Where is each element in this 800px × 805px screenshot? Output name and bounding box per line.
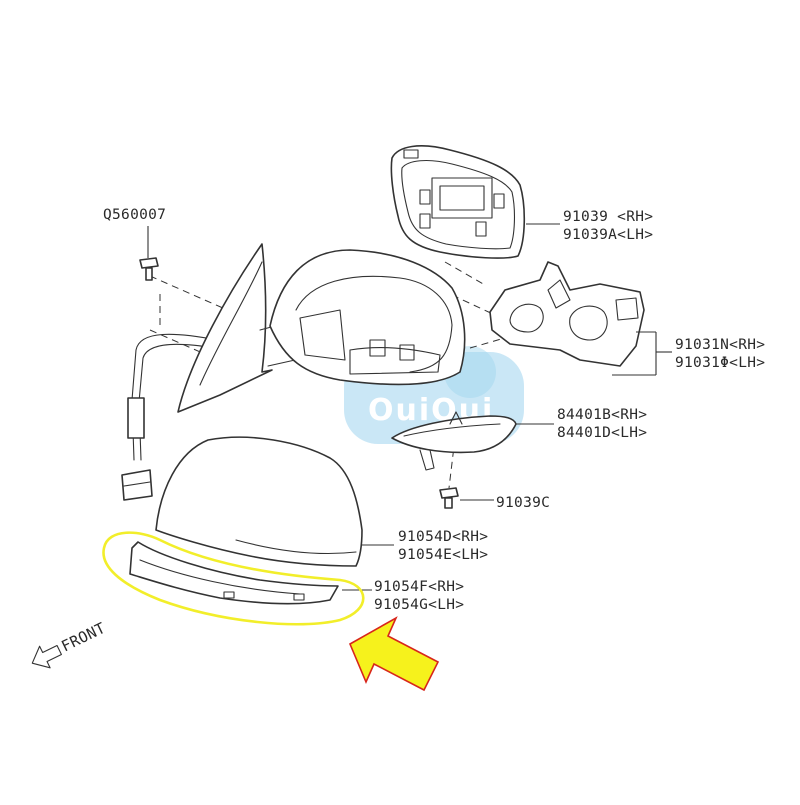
- glass-clip: [493, 193, 505, 209]
- glass-clip: [475, 221, 487, 237]
- glass-backplate: [431, 177, 493, 219]
- cover-groove: [235, 539, 357, 555]
- glass-tab: [403, 149, 419, 159]
- screw-part: [439, 487, 494, 509]
- turn-lamp-connector: [419, 449, 435, 471]
- lower-garnish-part: [129, 541, 372, 605]
- label-mirror-glass-rh: 91039 <RH>: [563, 209, 653, 225]
- label-actuator-rh: 91031N<RH>: [675, 337, 765, 353]
- label-mirror-glass-lh: 91039A<LH>: [563, 227, 653, 243]
- mirror-housing-part: [269, 249, 466, 386]
- actuator-motor: [509, 303, 544, 333]
- bolt-shank: [145, 267, 153, 281]
- label-cover-rh: 91054D<RH>: [398, 529, 488, 545]
- front-arrow-icon: [31, 644, 62, 669]
- harness-connector: [121, 469, 153, 501]
- front-indicator: FRONT: [31, 619, 108, 669]
- glass-clip: [419, 189, 431, 205]
- housing-inner-rim: [295, 275, 453, 373]
- label-garnish-rh: 91054F<RH>: [374, 579, 464, 595]
- harness-sleeve: [127, 397, 145, 439]
- garnish-clip: [223, 591, 235, 599]
- mirror-cover: [155, 436, 363, 567]
- turn-lamp-tab: [449, 411, 463, 425]
- actuator-pivot: [547, 279, 571, 309]
- mirror-base-part: [177, 243, 296, 413]
- lower-garnish: [129, 541, 339, 605]
- label-actuator-lh: 91031Φ<LH>: [675, 355, 765, 371]
- screw-shank: [444, 497, 453, 509]
- actuator-part: [489, 261, 672, 376]
- mirror-base: [177, 243, 273, 413]
- screw-head: [439, 487, 459, 499]
- label-screw: 91039C: [496, 495, 550, 511]
- mirror-glass: [390, 145, 526, 259]
- guide-line: [451, 294, 496, 316]
- label-garnish-lh: 91054G<LH>: [374, 597, 464, 613]
- harness-wire: [138, 343, 215, 461]
- turn-lamp-part: [391, 411, 554, 471]
- actuator-motor: [569, 305, 608, 341]
- glass-clip: [419, 213, 431, 229]
- housing-clips: [369, 339, 415, 361]
- bolt-head: [139, 257, 159, 269]
- label-bolt: Q560007: [103, 207, 166, 223]
- guide-line: [149, 275, 233, 313]
- base-edge: [199, 261, 263, 386]
- turn-lamp-lens-line: [403, 423, 501, 437]
- mirror-housing: [269, 249, 466, 386]
- mirror-cover-part: [155, 436, 394, 567]
- connector-detail: [123, 481, 151, 487]
- housing-bracket: [349, 347, 441, 375]
- guide-line: [444, 261, 486, 286]
- mirror-glass-part: [390, 145, 560, 259]
- label-turn-lamp-rh: 84401B<RH>: [557, 407, 647, 423]
- wiring-harness: [121, 333, 219, 501]
- label-cover-lh: 91054E<LH>: [398, 547, 488, 563]
- harness-wire: [131, 333, 219, 461]
- garnish-clip: [293, 593, 305, 601]
- mirror-glass-inner: [401, 159, 515, 250]
- guide-line: [448, 437, 456, 489]
- front-label: FRONT: [58, 619, 108, 656]
- housing-pocket: [299, 309, 346, 361]
- actuator-body: [489, 261, 645, 367]
- glass-backplate-core: [439, 185, 485, 211]
- highlight-outline: [102, 531, 365, 626]
- actuator-socket: [615, 297, 639, 321]
- bolt-part: [139, 226, 159, 281]
- garnish-edge: [139, 559, 301, 595]
- label-turn-lamp-lh: 84401D<LH>: [557, 425, 647, 441]
- pointer-arrow: [348, 616, 440, 692]
